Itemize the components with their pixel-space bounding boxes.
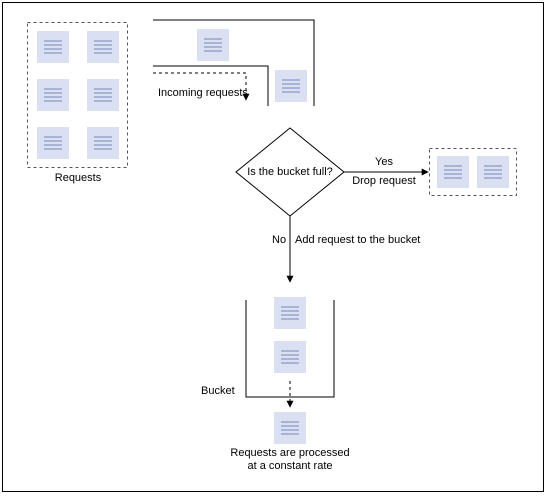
decision-label: Is the bucket full? [247,166,333,178]
document-icon [273,340,307,374]
drop-request-label: Drop request [352,175,416,187]
incoming-requests-label: Incoming requests [158,87,248,99]
dropped-group [429,148,517,196]
incoming-channel-outer [153,19,315,106]
incoming-dashed-arrow [153,72,250,101]
yes-label: Yes [375,156,393,168]
bucket-label: Bucket [201,385,235,397]
requests-group [27,22,128,168]
document-icon [36,30,70,64]
document-icon [196,28,230,62]
document-icon [476,155,510,189]
document-icon [273,411,307,445]
document-icon [273,296,307,330]
document-icon [86,78,120,112]
document-icon [436,155,470,189]
add-request-label: Add request to the bucket [295,234,421,246]
document-icon [86,126,120,160]
processed-label-line1: Requests are processed [230,447,350,459]
document-icon [86,30,120,64]
incoming-channel-inner [153,65,269,106]
document-icon [274,69,308,103]
requests-label: Requests [54,172,102,184]
bucket-outline [245,300,335,398]
outer-frame [2,2,544,492]
no-label: No [272,234,287,246]
processed-label-line2: at a constant rate [247,460,333,472]
document-icon [36,78,70,112]
document-icon [36,126,70,160]
